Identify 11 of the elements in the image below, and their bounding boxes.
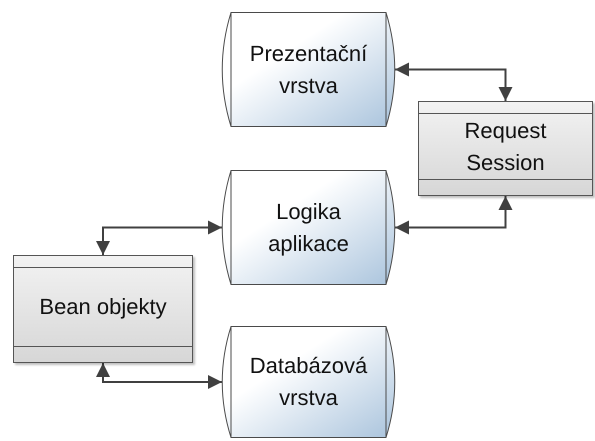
connector-arrow — [96, 220, 222, 255]
connector-arrow — [395, 62, 512, 101]
component-box — [13, 255, 193, 363]
layer-label: Databázová vrstva — [248, 352, 368, 412]
connector-arrow — [395, 196, 512, 234]
component-label: Bean objekty — [39, 293, 167, 321]
layer-label: Logika aplikace — [267, 198, 350, 258]
layer-label: Prezentační vrstva — [248, 40, 368, 100]
component-box — [418, 101, 593, 196]
connector-arrow — [96, 363, 222, 389]
component-label: Request Session — [464, 116, 548, 176]
